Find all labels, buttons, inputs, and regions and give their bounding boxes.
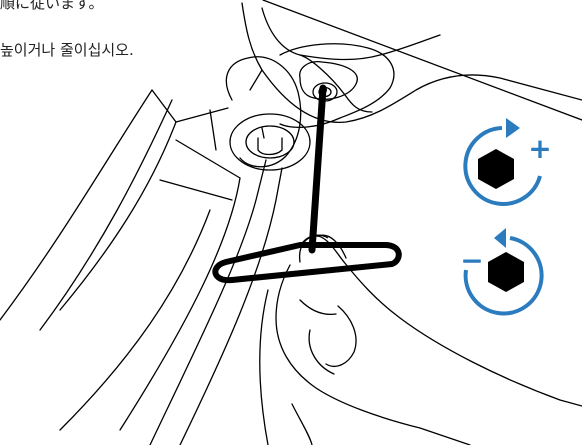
support-arm — [0, 90, 240, 330]
tighten-clockwise-plus-icon: + — [465, 118, 551, 204]
lower-frame — [60, 160, 282, 445]
hand — [260, 235, 582, 445]
bolt-boss — [226, 57, 310, 170]
plus-symbol: + — [528, 132, 551, 165]
minus-symbol: − — [460, 244, 483, 277]
housing-bracket — [242, 0, 582, 122]
loosen-counterclockwise-minus-icon: − — [460, 228, 541, 313]
